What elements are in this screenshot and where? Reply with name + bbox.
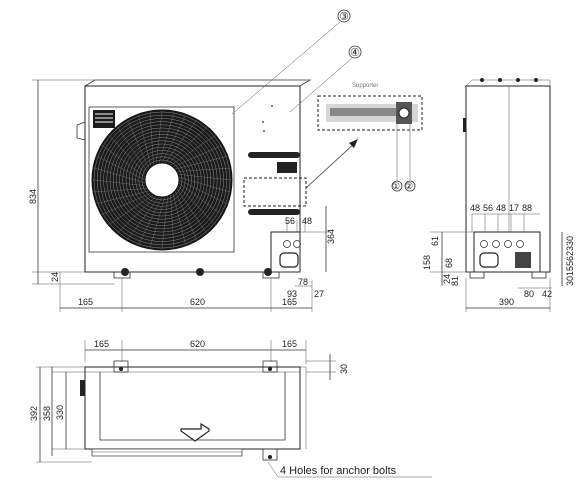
airflow-arrow-icon: [180, 422, 210, 442]
handle-box: [277, 162, 297, 173]
dim-27: 27: [314, 289, 324, 299]
service-slot-1: [248, 152, 300, 158]
logo-plate: [93, 110, 115, 128]
dim-side-top: 56: [483, 203, 493, 213]
dim-93: 93: [287, 289, 297, 299]
dim-side-right: 23: [565, 246, 575, 256]
dim-top-left: 165: [94, 339, 109, 349]
dim-side-left: 24: [442, 274, 452, 284]
dim-top-30: 30: [339, 364, 349, 374]
dim-side-right: 30: [565, 236, 575, 246]
svg-text:①: ①: [392, 181, 400, 191]
dim-side-left: 158: [422, 255, 432, 270]
inset-frame: [317, 95, 423, 131]
dim-side-right: 15: [565, 266, 575, 276]
dim-side-left: 61: [430, 236, 440, 246]
dim-side-top: 88: [522, 203, 532, 213]
top-view: 165 620 165 30 392 358 330 4 Holes for a…: [29, 339, 432, 478]
svg-text:③: ③: [339, 11, 349, 23]
dim-top-center: 620: [190, 339, 205, 349]
dim-side-top: 48: [496, 203, 506, 213]
dim-side-right: 30: [565, 276, 575, 286]
dim-56: 56: [285, 216, 295, 226]
dim-side-left: 68: [444, 258, 454, 268]
dim-top-392: 392: [29, 406, 39, 421]
dim-48: 48: [302, 216, 312, 226]
supporter-zone: [243, 177, 307, 207]
svg-text:②: ②: [405, 181, 413, 191]
dim-top-right: 165: [282, 339, 297, 349]
front-view: 834 24 165 620 165 56 48 364 78 93 27 ③ …: [28, 9, 362, 312]
fan-hub: [144, 162, 180, 198]
svg-text:④: ④: [350, 47, 360, 59]
dim-side-top: 48: [470, 203, 480, 213]
top-body: [84, 366, 301, 450]
service-slot-2: [248, 209, 300, 215]
dim-side-80: 80: [524, 289, 534, 299]
inset-label: Supporter: [352, 83, 378, 89]
dim-side-width: 390: [499, 297, 514, 307]
dim-front-center: 620: [190, 297, 205, 307]
dim-bottom-offset: 24: [50, 272, 60, 282]
dim-height: 834: [28, 189, 38, 204]
dim-side-right: 56: [565, 256, 575, 266]
fan-grille-frame: [88, 106, 235, 253]
dim-364: 364: [326, 229, 336, 244]
dim-side-left: 81: [450, 276, 460, 286]
dim-front-left: 165: [78, 297, 93, 307]
callout-4: [348, 45, 362, 59]
dim-front-right: 165: [282, 297, 297, 307]
dim-top-330: 330: [55, 405, 65, 420]
dim-78: 78: [298, 277, 308, 287]
callout-3: [337, 9, 351, 23]
dim-side-42: 42: [542, 289, 552, 299]
dim-top-358: 358: [42, 406, 52, 421]
anchor-bolts-note: 4 Holes for anchor bolts: [280, 465, 397, 477]
dim-side-top: 17: [509, 203, 519, 213]
supporter-inset: Supporter ① ②: [305, 83, 423, 192]
